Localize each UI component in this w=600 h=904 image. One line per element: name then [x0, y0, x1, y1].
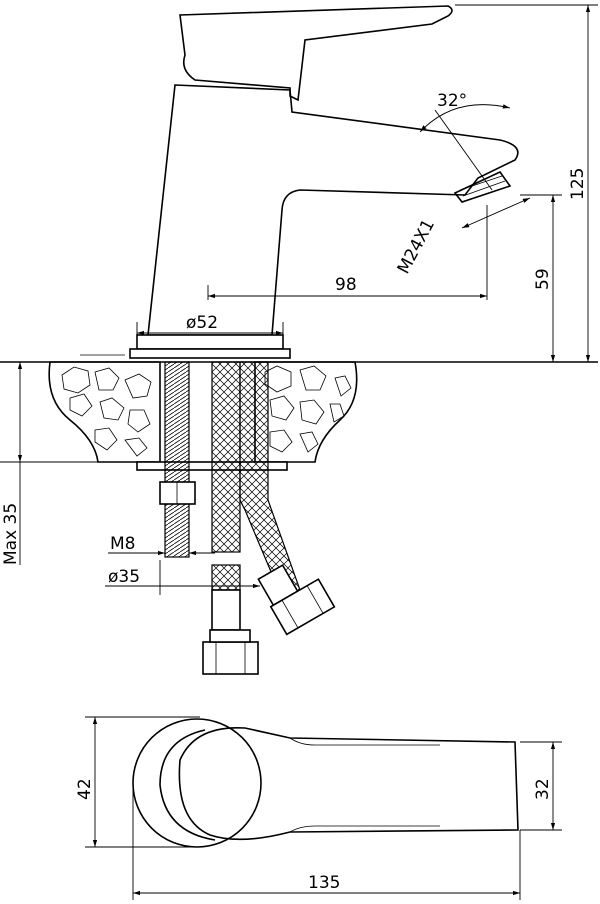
total-length-label: 135 — [308, 873, 340, 893]
dimension-lines — [0, 4, 598, 595]
nut — [159, 481, 196, 505]
countertop-section — [48, 361, 358, 471]
total-height-label: 125 — [568, 168, 588, 200]
spout-height-label: 59 — [533, 268, 553, 290]
faucet-body — [147, 84, 519, 336]
max-counter-label: Max 35 — [1, 503, 21, 565]
handle-lever — [179, 5, 453, 102]
spout-reach-label: 98 — [335, 275, 357, 295]
base-width-label: 42 — [75, 778, 95, 800]
aerator — [453, 170, 512, 203]
angle-label: 32° — [437, 91, 467, 111]
hose-nut-left — [202, 641, 259, 675]
base-diameter-label: ø52 — [186, 313, 218, 333]
faucet-side-view — [129, 5, 519, 359]
thread-label: M24X1 — [394, 216, 439, 277]
rod-label: M8 — [110, 534, 135, 554]
faucet-top-view — [85, 716, 562, 900]
flexible-hoses — [202, 361, 336, 675]
spout-width-label: 32 — [533, 778, 553, 800]
hole-diameter-label: ø35 — [108, 567, 140, 587]
base-plate — [136, 334, 284, 350]
hose-nut-right — [269, 578, 336, 636]
threaded-rod-m8 — [159, 361, 196, 558]
